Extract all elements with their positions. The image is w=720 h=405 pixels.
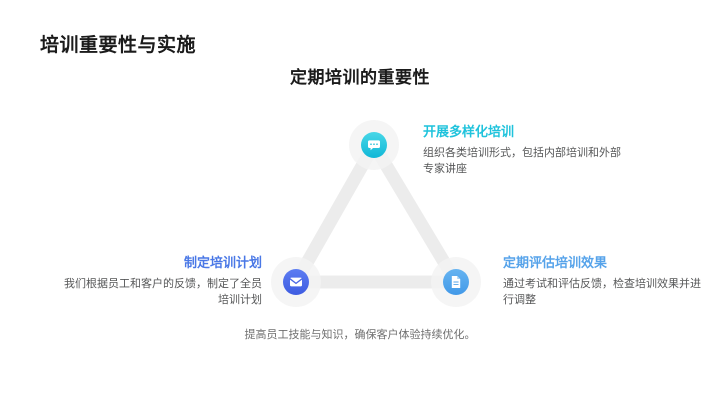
node-training-plan xyxy=(283,269,309,295)
node-evaluate-training xyxy=(443,269,469,295)
desc-line: 行调整 xyxy=(503,293,536,306)
triangle-connectors xyxy=(289,138,463,289)
page-title: 培训重要性与实施 xyxy=(40,35,197,56)
desc-line: 培训计划 xyxy=(218,293,262,306)
node-label-evaluate-training: 定期评估培训效果 通过考试和评估反馈，检查培训效果并进 行调整 xyxy=(503,256,718,308)
node-description: 通过考试和评估反馈，检查培训效果并进 行调整 xyxy=(503,277,718,308)
node-title: 制定培训计划 xyxy=(183,255,262,270)
document-icon xyxy=(451,276,461,288)
chat-bubble-icon xyxy=(368,140,380,151)
node-label-training-plan: 制定培训计划 我们根据员工和客户的反馈，制定了全员 培训计划 xyxy=(50,256,262,308)
node-description: 组织各类培训形式，包括内部培训和外部 专家讲座 xyxy=(423,146,638,177)
desc-line: 专家讲座 xyxy=(423,162,467,175)
node-label-diversified-training: 开展多样化培训 组织各类培训形式，包括内部培训和外部 专家讲座 xyxy=(423,125,638,177)
node-title: 定期评估培训效果 xyxy=(503,255,608,270)
desc-line: 组织各类培训形式，包括内部培训和外部 xyxy=(423,147,621,159)
node-title: 开展多样化培训 xyxy=(423,124,515,139)
node-description: 我们根据员工和客户的反馈，制定了全员 培训计划 xyxy=(50,277,262,308)
diagram-title: 定期培训的重要性 xyxy=(290,68,430,87)
desc-line: 我们根据员工和客户的反馈，制定了全员 xyxy=(64,278,262,290)
mail-icon xyxy=(289,277,303,287)
summary-note: 提高员工技能与知识，确保客户体验持续优化。 xyxy=(244,329,476,341)
node-diversified-training xyxy=(361,132,387,158)
desc-line: 通过考试和评估反馈，检查培训效果并进 xyxy=(503,278,701,290)
